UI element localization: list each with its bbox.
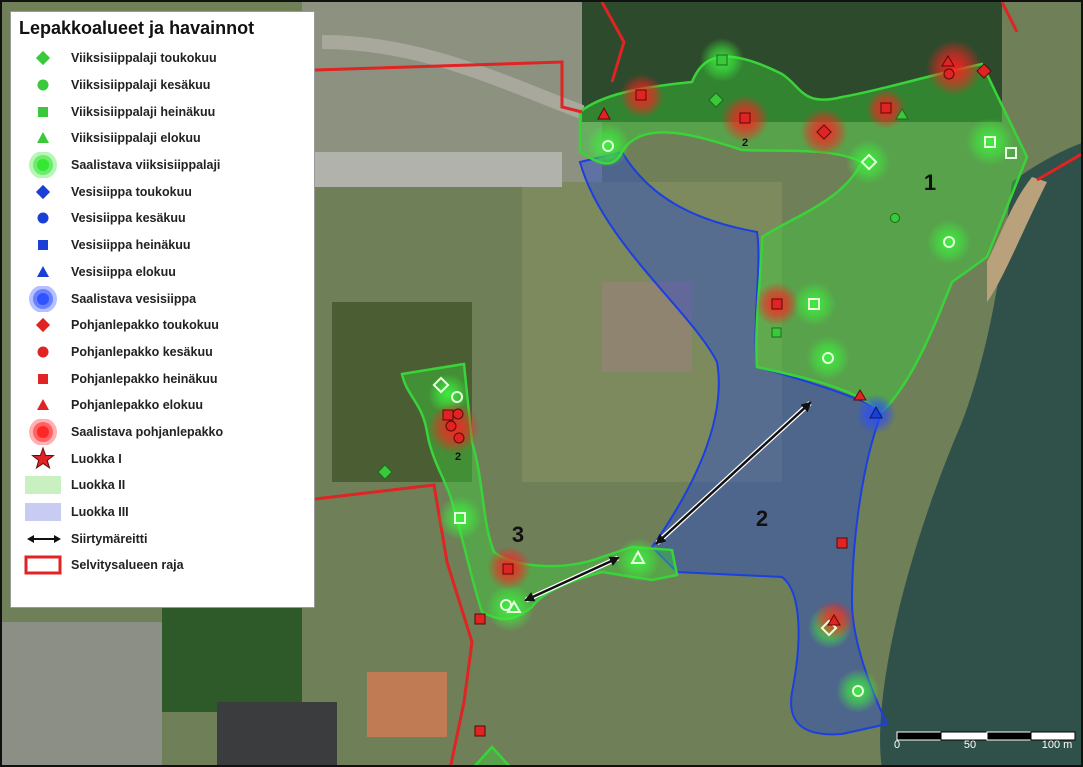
scale-label-0: 0 bbox=[894, 739, 900, 751]
legend-item-label: Luokka II bbox=[71, 478, 126, 493]
legend-item-label: Viiksisiippalaji kesäkuu bbox=[71, 78, 211, 93]
fill-symbol-icon bbox=[25, 503, 61, 522]
survey-boundary bbox=[314, 2, 1081, 765]
boundary-symbol-icon bbox=[24, 555, 62, 575]
area-label-2: 2 bbox=[756, 506, 768, 531]
legend-item-viiksisiippalaji-heinakuu: Viiksisiippalaji heinäkuu bbox=[19, 98, 306, 125]
legend-item-label: Viiksisiippalaji elokuu bbox=[71, 131, 201, 146]
scale-label-50: 50 bbox=[964, 739, 976, 751]
legend-item-luokka-iii: Luokka III bbox=[19, 499, 306, 526]
glow-symbol-icon bbox=[29, 285, 57, 312]
legend-item-label: Vesisiippa heinäkuu bbox=[71, 238, 191, 253]
circle-symbol-icon bbox=[37, 346, 49, 358]
legend-item-saalistava-vesisiippa: Saalistava vesisiippa bbox=[19, 285, 306, 312]
legend-item-vesisiippa-elokuu: Vesisiippa elokuu bbox=[19, 259, 306, 286]
legend-item-label: Siirtymäreitti bbox=[71, 531, 148, 546]
legend-item-label: Selvitysalueen raja bbox=[71, 558, 184, 573]
legend-item-label: Pohjanlepakko elokuu bbox=[71, 398, 203, 413]
triangle-symbol-icon bbox=[37, 265, 49, 277]
legend-item-vesisiippa-heinakuu: Vesisiippa heinäkuu bbox=[19, 232, 306, 259]
circle-symbol-icon bbox=[37, 212, 49, 224]
legend-item-label: Pohjanlepakko heinäkuu bbox=[71, 371, 218, 386]
legend-title: Lepakkoalueet ja havainnot bbox=[19, 18, 255, 38]
diamond-symbol-icon bbox=[35, 318, 51, 333]
migration-routes bbox=[524, 401, 812, 603]
square-symbol-icon bbox=[38, 106, 48, 117]
legend-item-pohjanlepakko-heinakuu: Pohjanlepakko heinäkuu bbox=[19, 365, 306, 392]
scale-bar: 0 50 100 m bbox=[894, 731, 1076, 751]
legend-item-pohjanlepakko-kesakuu: Pohjanlepakko kesäkuu bbox=[19, 339, 306, 366]
legend-item-label: Viiksisiippalaji toukokuu bbox=[71, 51, 217, 66]
legend-item-label: Vesisiippa elokuu bbox=[71, 264, 176, 279]
square-symbol-icon bbox=[38, 373, 48, 384]
triangle-symbol-icon bbox=[37, 399, 49, 411]
legend-item-viiksisiippalaji-toukokuu: Viiksisiippalaji toukokuu bbox=[19, 45, 306, 72]
legend-item-label: Vesisiippa kesäkuu bbox=[71, 211, 186, 226]
count-label: 2 bbox=[455, 451, 461, 463]
legend-item-vesisiippa-toukokuu: Vesisiippa toukokuu bbox=[19, 178, 306, 205]
observations-viiksisiippalaji bbox=[377, 54, 1017, 697]
legend-item-luokka-ii: Luokka II bbox=[19, 472, 306, 499]
star-symbol-icon bbox=[31, 446, 55, 469]
legend-item-label: Pohjanlepakko kesäkuu bbox=[71, 344, 213, 359]
legend-item-label: Pohjanlepakko toukokuu bbox=[71, 318, 219, 333]
legend-item-vesisiippa-kesakuu: Vesisiippa kesäkuu bbox=[19, 205, 306, 232]
fill-symbol-icon bbox=[25, 476, 61, 495]
legend-item-label: Saalistava vesisiippa bbox=[71, 291, 197, 306]
square-symbol-icon bbox=[38, 240, 48, 251]
legend-item-viiksisiippalaji-kesakuu: Viiksisiippalaji kesäkuu bbox=[19, 72, 306, 99]
arrow-symbol-icon bbox=[27, 534, 61, 543]
area-label-1: 1 bbox=[924, 170, 936, 195]
count-label: 2 bbox=[742, 137, 748, 149]
legend-item-luokka-i: Luokka I bbox=[19, 445, 306, 472]
glow-symbol-icon bbox=[29, 152, 57, 179]
scale-label-100: 100 m bbox=[1042, 739, 1073, 751]
legend-item-siirtymareitti: Siirtymäreitti bbox=[19, 525, 306, 552]
legend-item-pohjanlepakko-elokuu: Pohjanlepakko elokuu bbox=[19, 392, 306, 419]
glow-symbol-icon bbox=[29, 418, 57, 445]
observations-vesisiippa bbox=[869, 405, 883, 419]
legend-item-saalistava-viiksisiippalaji: Saalistava viiksisiippalaji bbox=[19, 152, 306, 179]
triangle-symbol-icon bbox=[37, 132, 49, 144]
legend-item-label: Luokka III bbox=[71, 505, 129, 520]
map-legend: Lepakkoalueet ja havainnot Viiksisiippal… bbox=[10, 11, 315, 608]
diamond-symbol-icon bbox=[35, 184, 51, 199]
legend-item-label: Saalistava pohjanlepakko bbox=[71, 424, 224, 439]
observations-pohjanlepakko bbox=[442, 55, 992, 737]
legend-item-label: Viiksisiippalaji heinäkuu bbox=[71, 104, 216, 119]
diamond-symbol-icon bbox=[35, 51, 51, 66]
legend-item-label: Luokka I bbox=[71, 451, 122, 466]
legend-item-selvitysalueen-raja: Selvitysalueen raja bbox=[19, 552, 306, 579]
area-label-3: 3 bbox=[512, 522, 524, 547]
legend-item-pohjanlepakko-toukokuu: Pohjanlepakko toukokuu bbox=[19, 312, 306, 339]
circle-symbol-icon bbox=[37, 79, 49, 91]
legend-item-label: Saalistava viiksisiippalaji bbox=[71, 158, 221, 173]
legend-item-label: Vesisiippa toukokuu bbox=[71, 184, 192, 199]
legend-item-viiksisiippalaji-elokuu: Viiksisiippalaji elokuu bbox=[19, 125, 306, 152]
legend-item-saalistava-pohjanlepakko: Saalistava pohjanlepakko bbox=[19, 418, 306, 446]
hunting-glows bbox=[428, 38, 1014, 713]
